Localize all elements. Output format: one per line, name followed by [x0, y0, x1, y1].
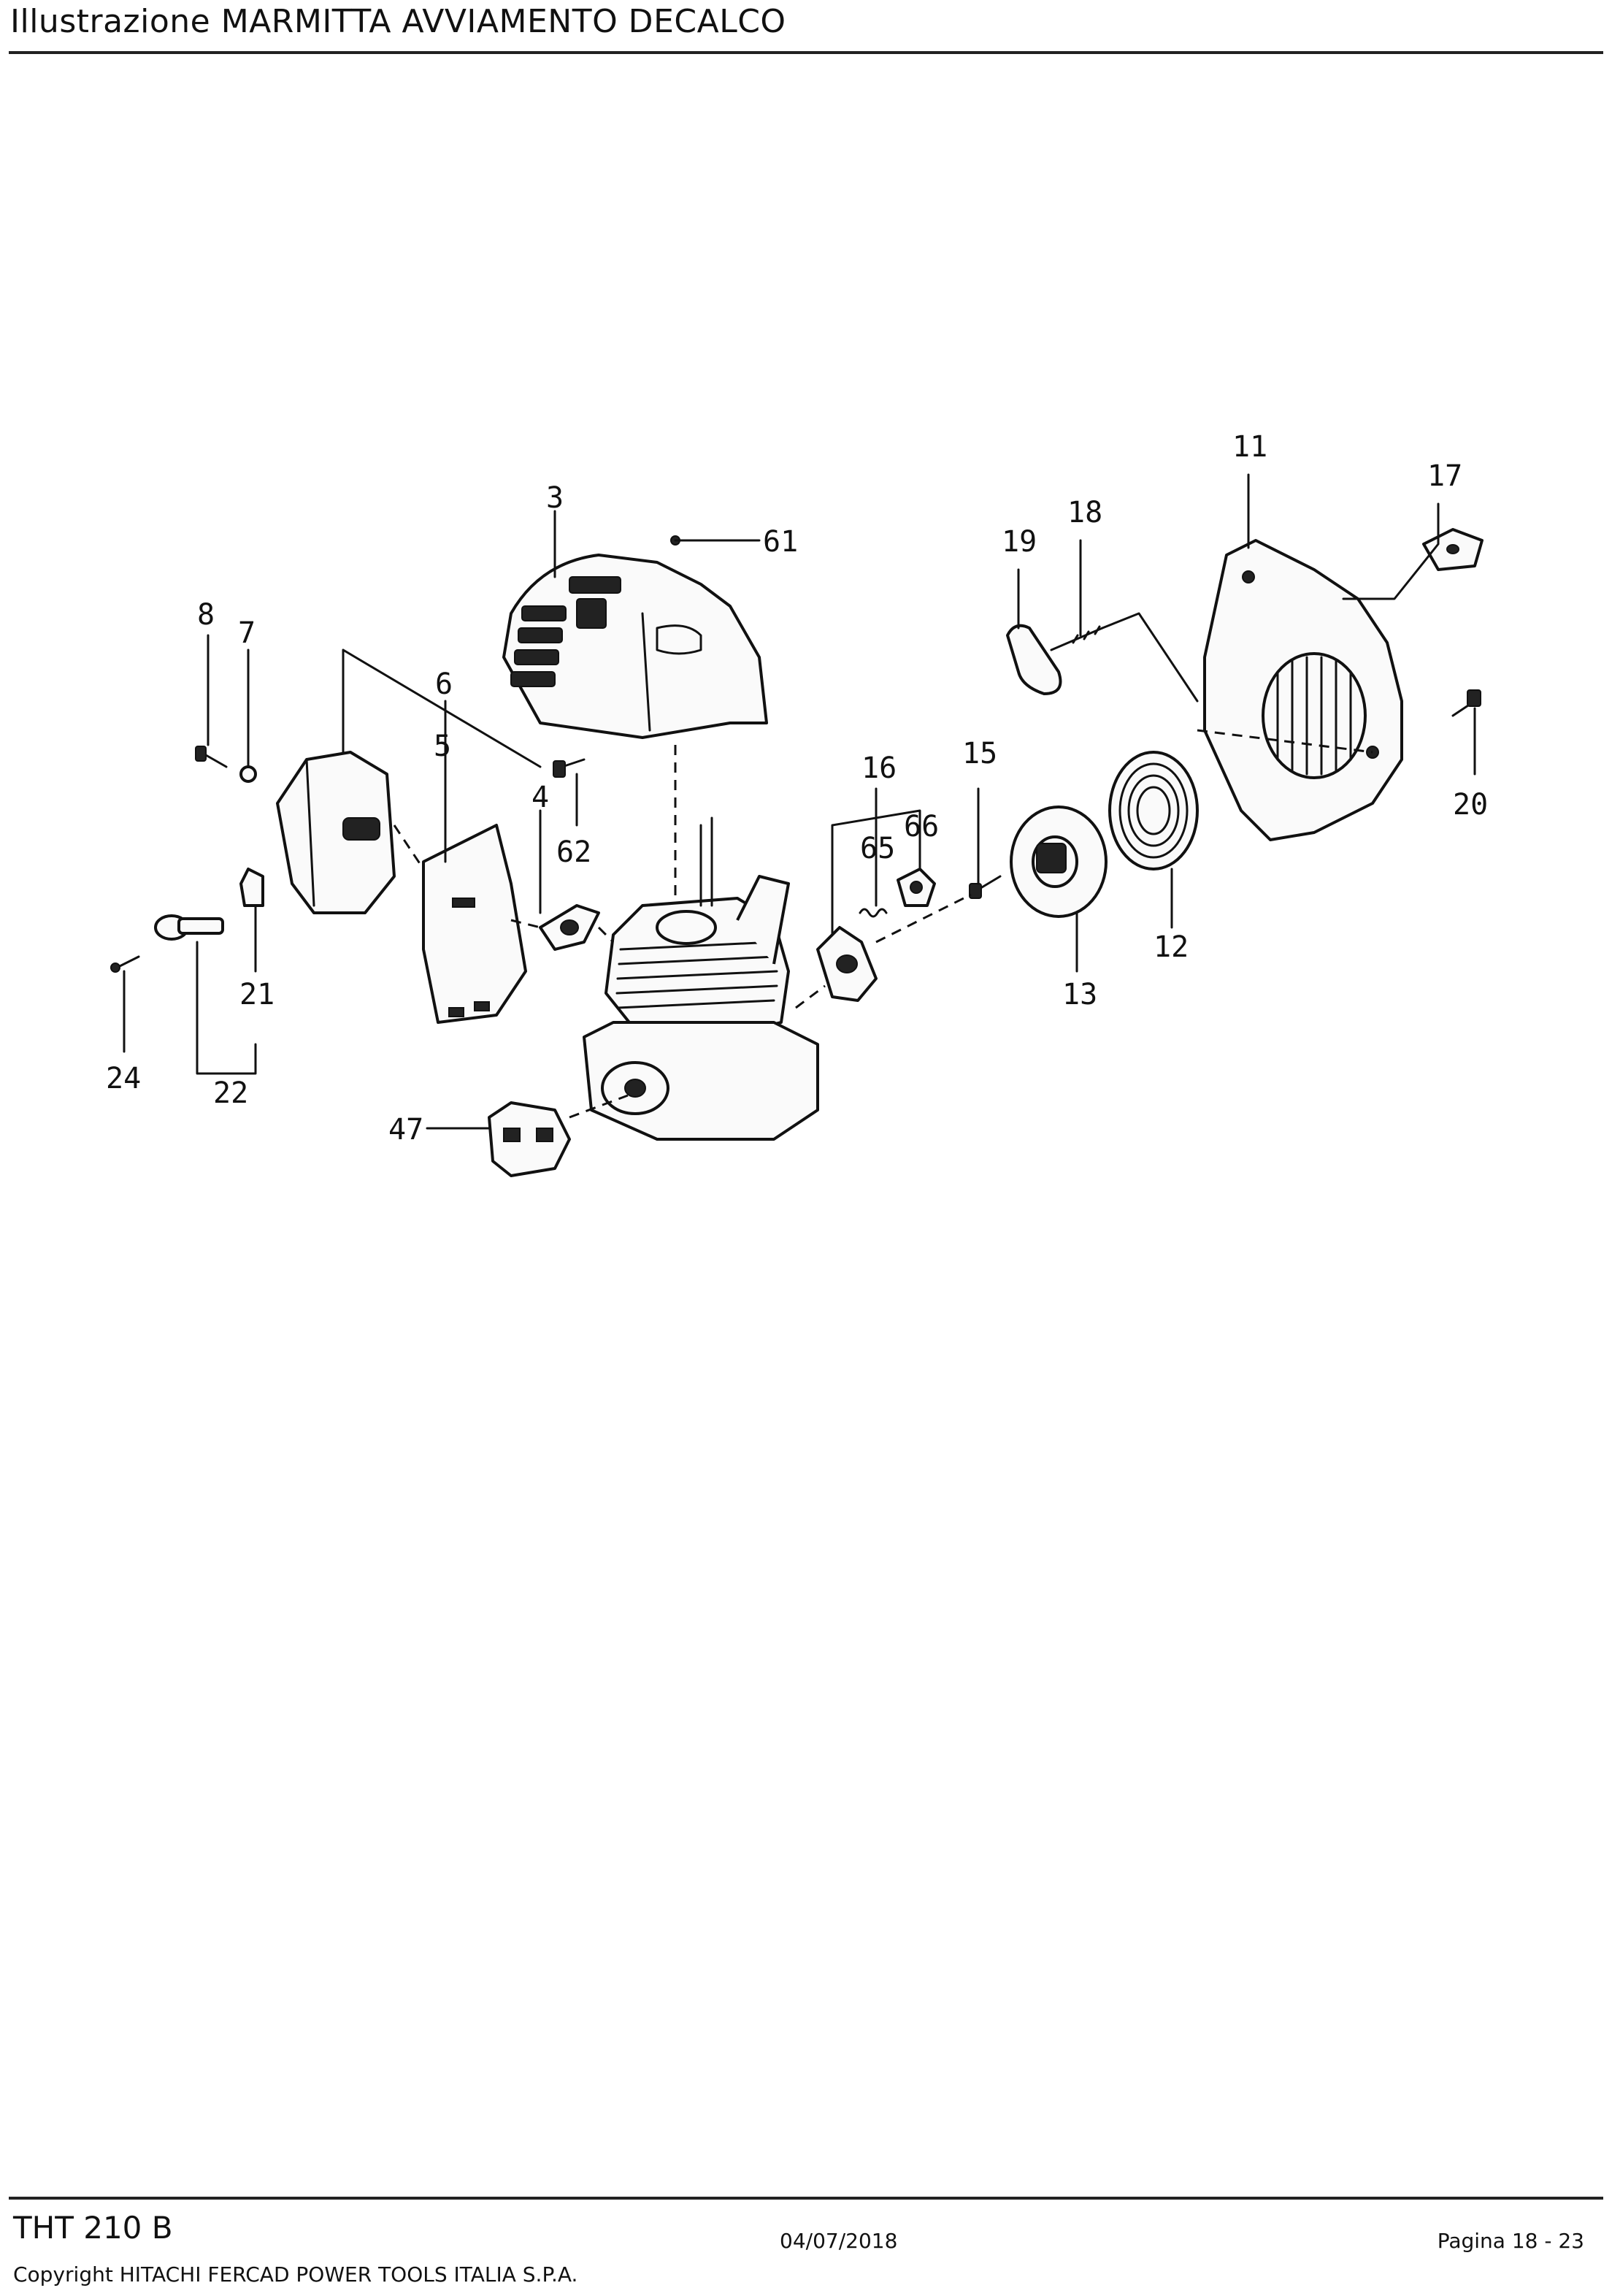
label-66: 66 — [904, 810, 939, 843]
engine-cover — [502, 554, 768, 739]
bolt-62 — [553, 758, 586, 778]
label-11: 11 — [1232, 430, 1267, 464]
document-date: 04/07/2018 — [780, 2229, 898, 2253]
label-47: 47 — [388, 1113, 423, 1147]
label-3: 3 — [546, 481, 564, 515]
header-rule — [9, 51, 1603, 54]
page-title: Illustrazione MARMITTA AVVIAMENTO DECALC… — [10, 3, 786, 40]
label-19: 19 — [1002, 525, 1037, 559]
screw-24 — [110, 955, 140, 973]
starter-rope — [1050, 625, 1104, 651]
label-6: 6 — [435, 667, 453, 701]
label-5: 5 — [434, 730, 451, 763]
label-13: 13 — [1062, 978, 1097, 1011]
label-18: 18 — [1067, 496, 1102, 529]
spark-arrestor-22 — [154, 914, 224, 941]
label-62: 62 — [556, 835, 591, 869]
label-21: 21 — [239, 978, 275, 1011]
screw-15 — [969, 875, 1002, 899]
label-4: 4 — [531, 781, 549, 814]
recoil-spring — [1108, 751, 1199, 870]
spring-65 — [859, 908, 888, 918]
leader-lines — [123, 473, 1476, 1130]
label-22: 22 — [213, 1076, 248, 1110]
label-12: 12 — [1154, 930, 1189, 964]
label-16: 16 — [861, 751, 897, 785]
bolt-8 — [195, 746, 228, 768]
starter-handle — [1006, 624, 1062, 695]
cylinder-crankcase — [583, 816, 819, 1141]
pawl-66 — [897, 868, 936, 907]
starter-case — [1203, 539, 1403, 841]
label-20: 20 — [1453, 788, 1488, 822]
muffler — [276, 751, 396, 914]
label-65: 65 — [860, 832, 895, 865]
insulator-47 — [488, 1101, 571, 1177]
label-17: 17 — [1427, 459, 1462, 493]
label-24: 24 — [106, 1062, 141, 1095]
copyright-notice: Copyright HITACHI FERCAD POWER TOOLS ITA… — [13, 2262, 578, 2287]
washer-7 — [239, 765, 257, 783]
heat-shield-plate — [422, 824, 527, 1024]
page-number: Pagina 18 - 23 — [1437, 2229, 1584, 2253]
label-15: 15 — [962, 737, 997, 770]
starter-pawl-hub — [816, 926, 878, 1002]
label-7: 7 — [238, 616, 256, 650]
screw-20 — [1451, 689, 1481, 717]
starter-pulley — [1010, 805, 1108, 918]
label-8: 8 — [197, 598, 215, 632]
footer-rule — [9, 2197, 1603, 2200]
bracket-21 — [239, 868, 264, 907]
gasket — [539, 904, 600, 951]
model-name: THT 210 B — [13, 2210, 173, 2246]
grommet — [1422, 528, 1484, 571]
label-61: 61 — [763, 525, 798, 559]
